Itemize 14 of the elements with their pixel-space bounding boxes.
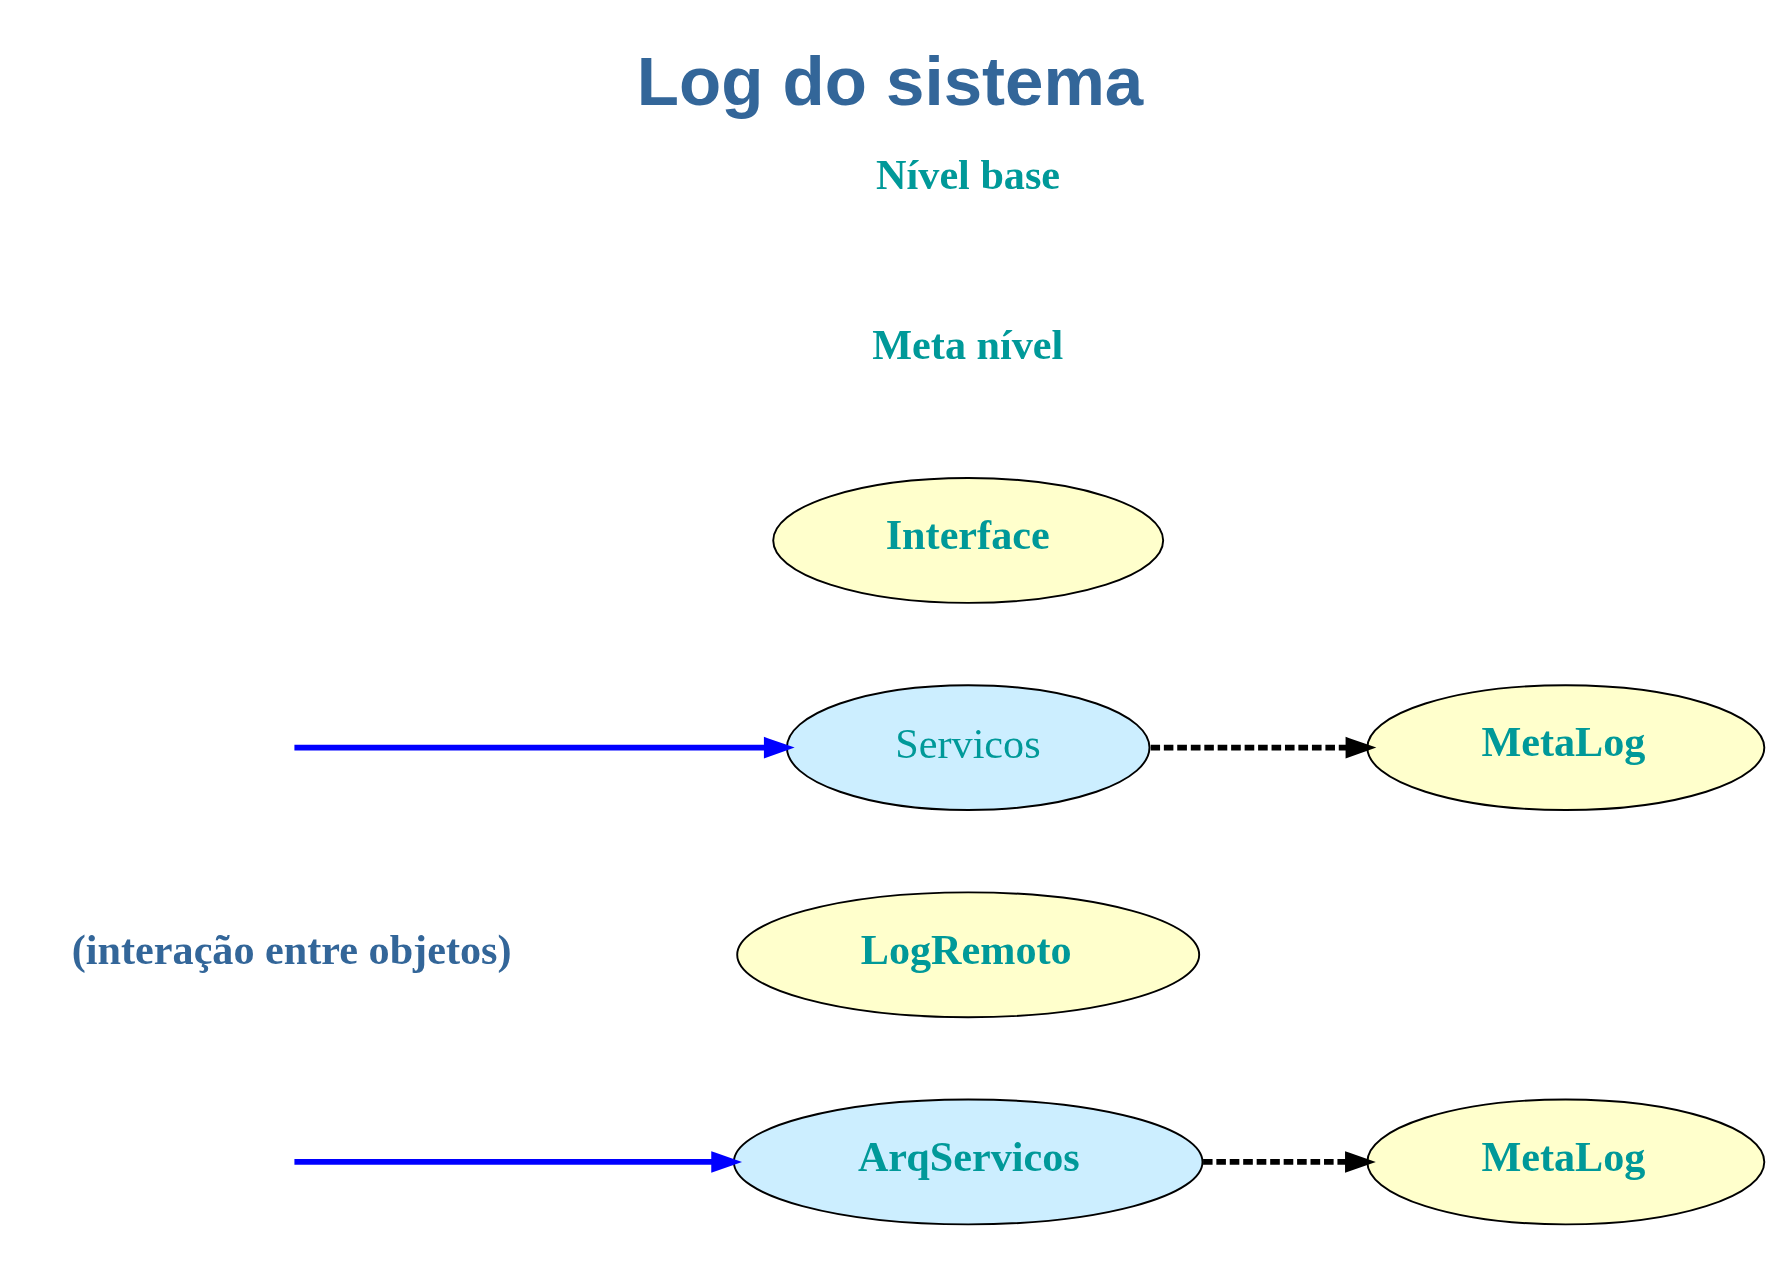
node-ellipse: MetaLog: [1366, 1098, 1766, 1225]
node-ellipse: Interface: [772, 476, 1165, 604]
node-ellipse: ArqServicos: [732, 1098, 1204, 1225]
label: Meta nível: [872, 320, 1064, 368]
arrow: [294, 1150, 743, 1173]
node-ellipse: MetaLog: [1366, 683, 1766, 811]
node-ellipse: LogRemoto: [736, 890, 1201, 1018]
arrow: [1203, 1150, 1376, 1173]
arrow: [294, 736, 795, 758]
label: Nível base: [876, 150, 1061, 198]
node-ellipse: Servicos: [785, 683, 1151, 811]
arrow: [1150, 736, 1377, 758]
diagram-title: Log do sistema: [636, 41, 1144, 120]
label: (interação entre objetos): [71, 925, 512, 973]
